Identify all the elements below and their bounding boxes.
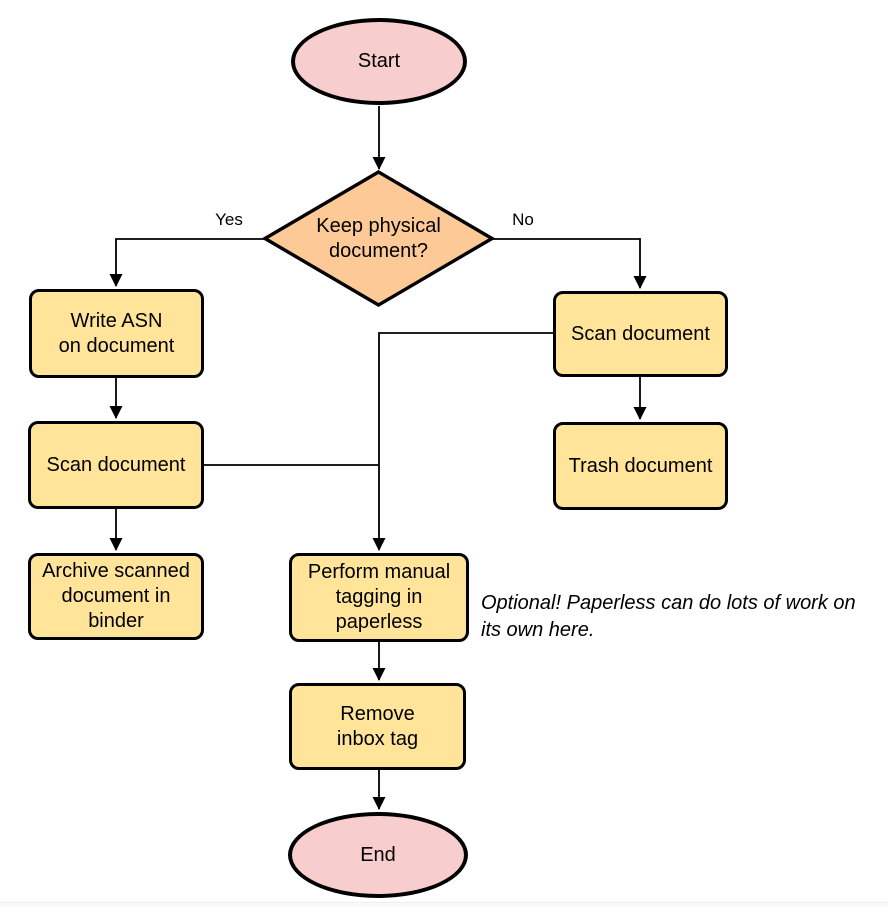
node-remove-inbox-tag: Remove inbox tag [289,683,466,770]
node-scan-document-yes-branch: Scan document [28,421,204,509]
node-trash-label: Trash document [568,454,713,477]
node-decision-keep-physical-document: Keep physical document? [262,169,495,308]
edge-decision-yes-to-write-asn [109,238,266,287]
node-remove-inbox-label: Remove inbox tag [336,702,419,750]
note-line-2: its own here. [481,619,595,641]
node-scan-document-no-branch: Scan document [553,291,728,377]
edge-label-yes: Yes [215,210,243,229]
node-write-asn: Write ASN on document [29,289,204,378]
node-scan-right-label: Scan document [571,322,710,345]
node-archive-in-binder: Archive scanned document in binder [28,553,204,640]
node-manual-tagging: Perform manual tagging in paperless [289,553,469,642]
edge-decision-no-to-scan-right [491,238,647,289]
node-scan-left-label: Scan document [46,453,186,476]
note-optional: Optional! Paperless can do lots of work … [481,590,885,644]
node-end-label: End [360,843,396,866]
node-start-label: Start [357,50,401,72]
decision-diamond-shape [262,170,495,307]
edge-label-no: No [512,210,534,229]
node-decision-label: Keep physical document? [316,214,441,262]
node-write-asn-label: Write ASN on document [58,309,175,357]
node-start: Start [291,18,467,105]
node-trash-document: Trash document [553,422,728,510]
node-end: End [288,812,468,898]
note-line-1: Optional! Paperless can do lots of work … [481,592,856,614]
node-tagging-label: Perform manual tagging in paperless [307,561,451,633]
node-archive-label: Archive scanned document in binder [42,560,190,632]
page-bottom-strip [0,902,888,907]
edge-scan-right-to-tagging [372,332,553,551]
